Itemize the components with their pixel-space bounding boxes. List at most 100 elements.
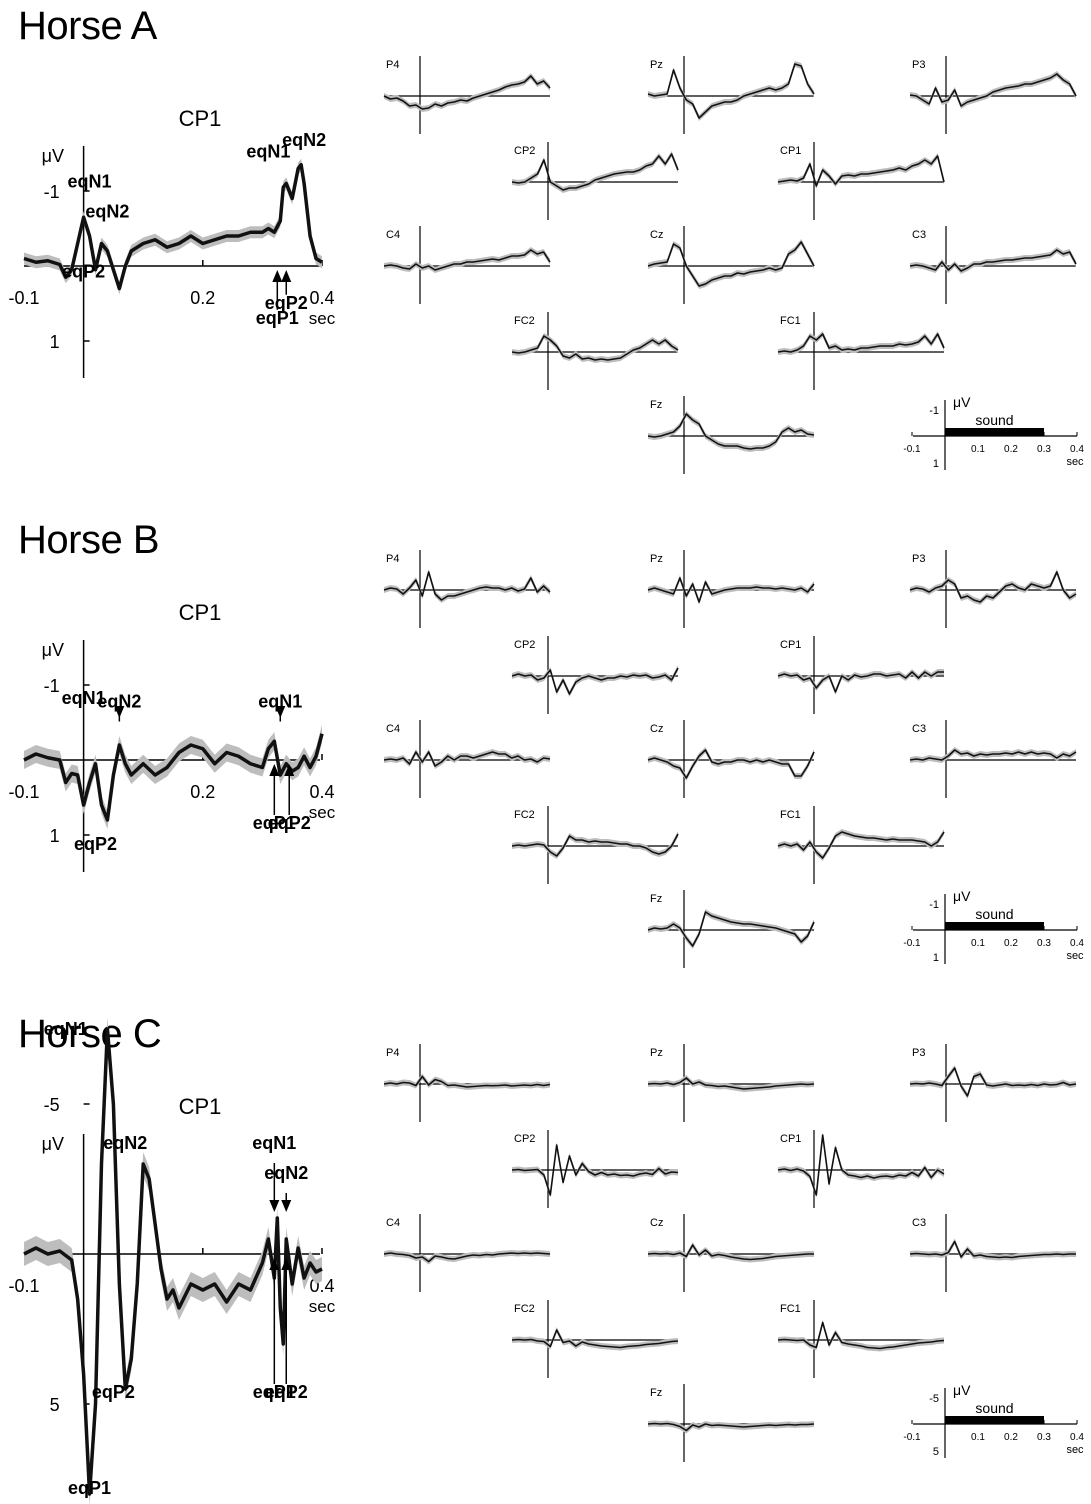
channel-label: Cz xyxy=(650,1217,663,1229)
channel-plot: CP2 xyxy=(511,142,679,220)
channel-label: C3 xyxy=(912,723,926,735)
channel-trace xyxy=(383,1252,551,1263)
legend-sec-label: sec xyxy=(1066,456,1084,468)
legend-y-tick: 5 xyxy=(933,1446,939,1458)
legend-x-tick-label: 0.3 xyxy=(1037,444,1051,455)
channel-plot: C4 xyxy=(383,720,551,798)
horse-a-title: Horse A xyxy=(18,4,157,48)
channel-plot: Cz xyxy=(647,720,815,798)
x-tick-label: 0.2 xyxy=(190,288,215,308)
channel-label: Pz xyxy=(650,1047,663,1059)
channel-plot: Fz xyxy=(647,396,815,474)
legend-sec-label: sec xyxy=(1066,950,1084,962)
channel-band xyxy=(648,411,814,452)
channel-label: C3 xyxy=(912,229,926,241)
y-tick-label: -1 xyxy=(44,676,60,696)
channel-trace xyxy=(777,1321,945,1350)
legend-x-tick-label: 0.4 xyxy=(1070,1432,1084,1443)
peak-label: eqN1 xyxy=(62,688,106,708)
channel-label: Pz xyxy=(650,59,663,71)
channel-label: C3 xyxy=(912,1217,926,1229)
y-tick-label: -1 xyxy=(44,182,60,202)
channel-label: C4 xyxy=(386,1217,400,1229)
channel-plot: P4 xyxy=(383,1044,551,1122)
x-axis-label: sec xyxy=(309,309,336,328)
peak-label: eqN1 xyxy=(68,171,112,191)
legend-x-tick-label: 0.2 xyxy=(1004,444,1018,455)
channel-plot: CP2 xyxy=(511,636,679,714)
channel-band xyxy=(910,71,1076,109)
peak-label: eqN2 xyxy=(97,692,141,712)
peak-label: eqP1 xyxy=(68,1478,111,1498)
channel-band xyxy=(910,1065,1076,1099)
channel-trace xyxy=(647,749,815,779)
channel-label: P4 xyxy=(386,59,399,71)
erp-trace xyxy=(23,163,323,291)
y-axis-label: μV xyxy=(42,1134,64,1154)
horse-c-title: Horse C xyxy=(18,1012,162,1056)
erp-trace xyxy=(23,1027,323,1496)
peak-label: eqP2 xyxy=(74,834,117,854)
x-tick-label: 0.4 xyxy=(309,782,334,802)
peak-label: eqP1 xyxy=(256,308,299,328)
channel-trace xyxy=(909,1067,1077,1097)
channel-trace xyxy=(647,1077,815,1090)
channel-label: P4 xyxy=(386,553,399,565)
y-tick-label: 1 xyxy=(50,826,60,846)
y-axis-label: μV xyxy=(42,146,64,166)
channel-band xyxy=(648,575,814,605)
peak-label: eqP2 xyxy=(268,813,311,833)
y-tick-label: 5 xyxy=(50,1395,60,1415)
channel-label: Pz xyxy=(650,553,663,565)
channel-trace xyxy=(647,241,815,287)
channel-label: Cz xyxy=(650,229,663,241)
arrow-head xyxy=(281,270,292,282)
x-tick-label: -0.1 xyxy=(8,288,39,308)
channel-plot: FC1 xyxy=(777,1300,945,1378)
channel-band xyxy=(648,239,814,289)
channel-label: P3 xyxy=(912,1047,925,1059)
channel-plot: Cz xyxy=(647,1214,814,1292)
channel-trace xyxy=(383,1075,551,1088)
channel-plot: Fz xyxy=(647,1384,815,1462)
arrow-head xyxy=(284,764,295,776)
channel-trace xyxy=(511,153,679,191)
channel-trace xyxy=(383,75,551,110)
channel-label: CP2 xyxy=(514,639,535,651)
channel-plot: Pz xyxy=(647,1044,815,1122)
channel-plot: FC2 xyxy=(511,806,679,884)
channel-plot: FC2 xyxy=(511,1300,679,1378)
channel-trace xyxy=(777,671,944,693)
peak-label: eqP1 xyxy=(253,813,296,833)
channel-plot: C4 xyxy=(383,1214,551,1292)
channel-trace xyxy=(383,249,551,271)
channel-trace xyxy=(777,155,945,187)
y-axis-label: μV xyxy=(42,640,64,660)
legend-x-tick-label: 0.1 xyxy=(971,444,985,455)
channel-trace xyxy=(647,1422,815,1432)
channel-plot: FC2 xyxy=(511,312,679,390)
channel-band xyxy=(512,1327,678,1351)
channel-trace xyxy=(777,1134,945,1196)
channel-band xyxy=(512,831,678,859)
sound-label: sound xyxy=(975,412,1013,428)
channel-band xyxy=(384,1250,550,1265)
channel-band xyxy=(512,151,678,193)
channel-label: Fz xyxy=(650,1387,662,1399)
channel-plot: P3 xyxy=(909,56,1077,134)
channel-label: P3 xyxy=(912,59,925,71)
channel-label: CP1 xyxy=(780,639,801,651)
channel-trace xyxy=(909,1240,1076,1259)
legend-y-tick: -1 xyxy=(929,899,939,911)
channel-plot: C3 xyxy=(909,720,1077,798)
channel-trace xyxy=(647,577,815,603)
channel-plot: FC1 xyxy=(777,312,945,390)
panel-title: CP1 xyxy=(179,600,222,625)
channel-band xyxy=(910,747,1076,763)
channel-trace xyxy=(511,335,679,361)
arrow-head xyxy=(281,1200,292,1212)
channel-trace xyxy=(647,911,815,947)
peak-label: eqP2 xyxy=(62,261,105,281)
channel-trace xyxy=(777,831,945,859)
